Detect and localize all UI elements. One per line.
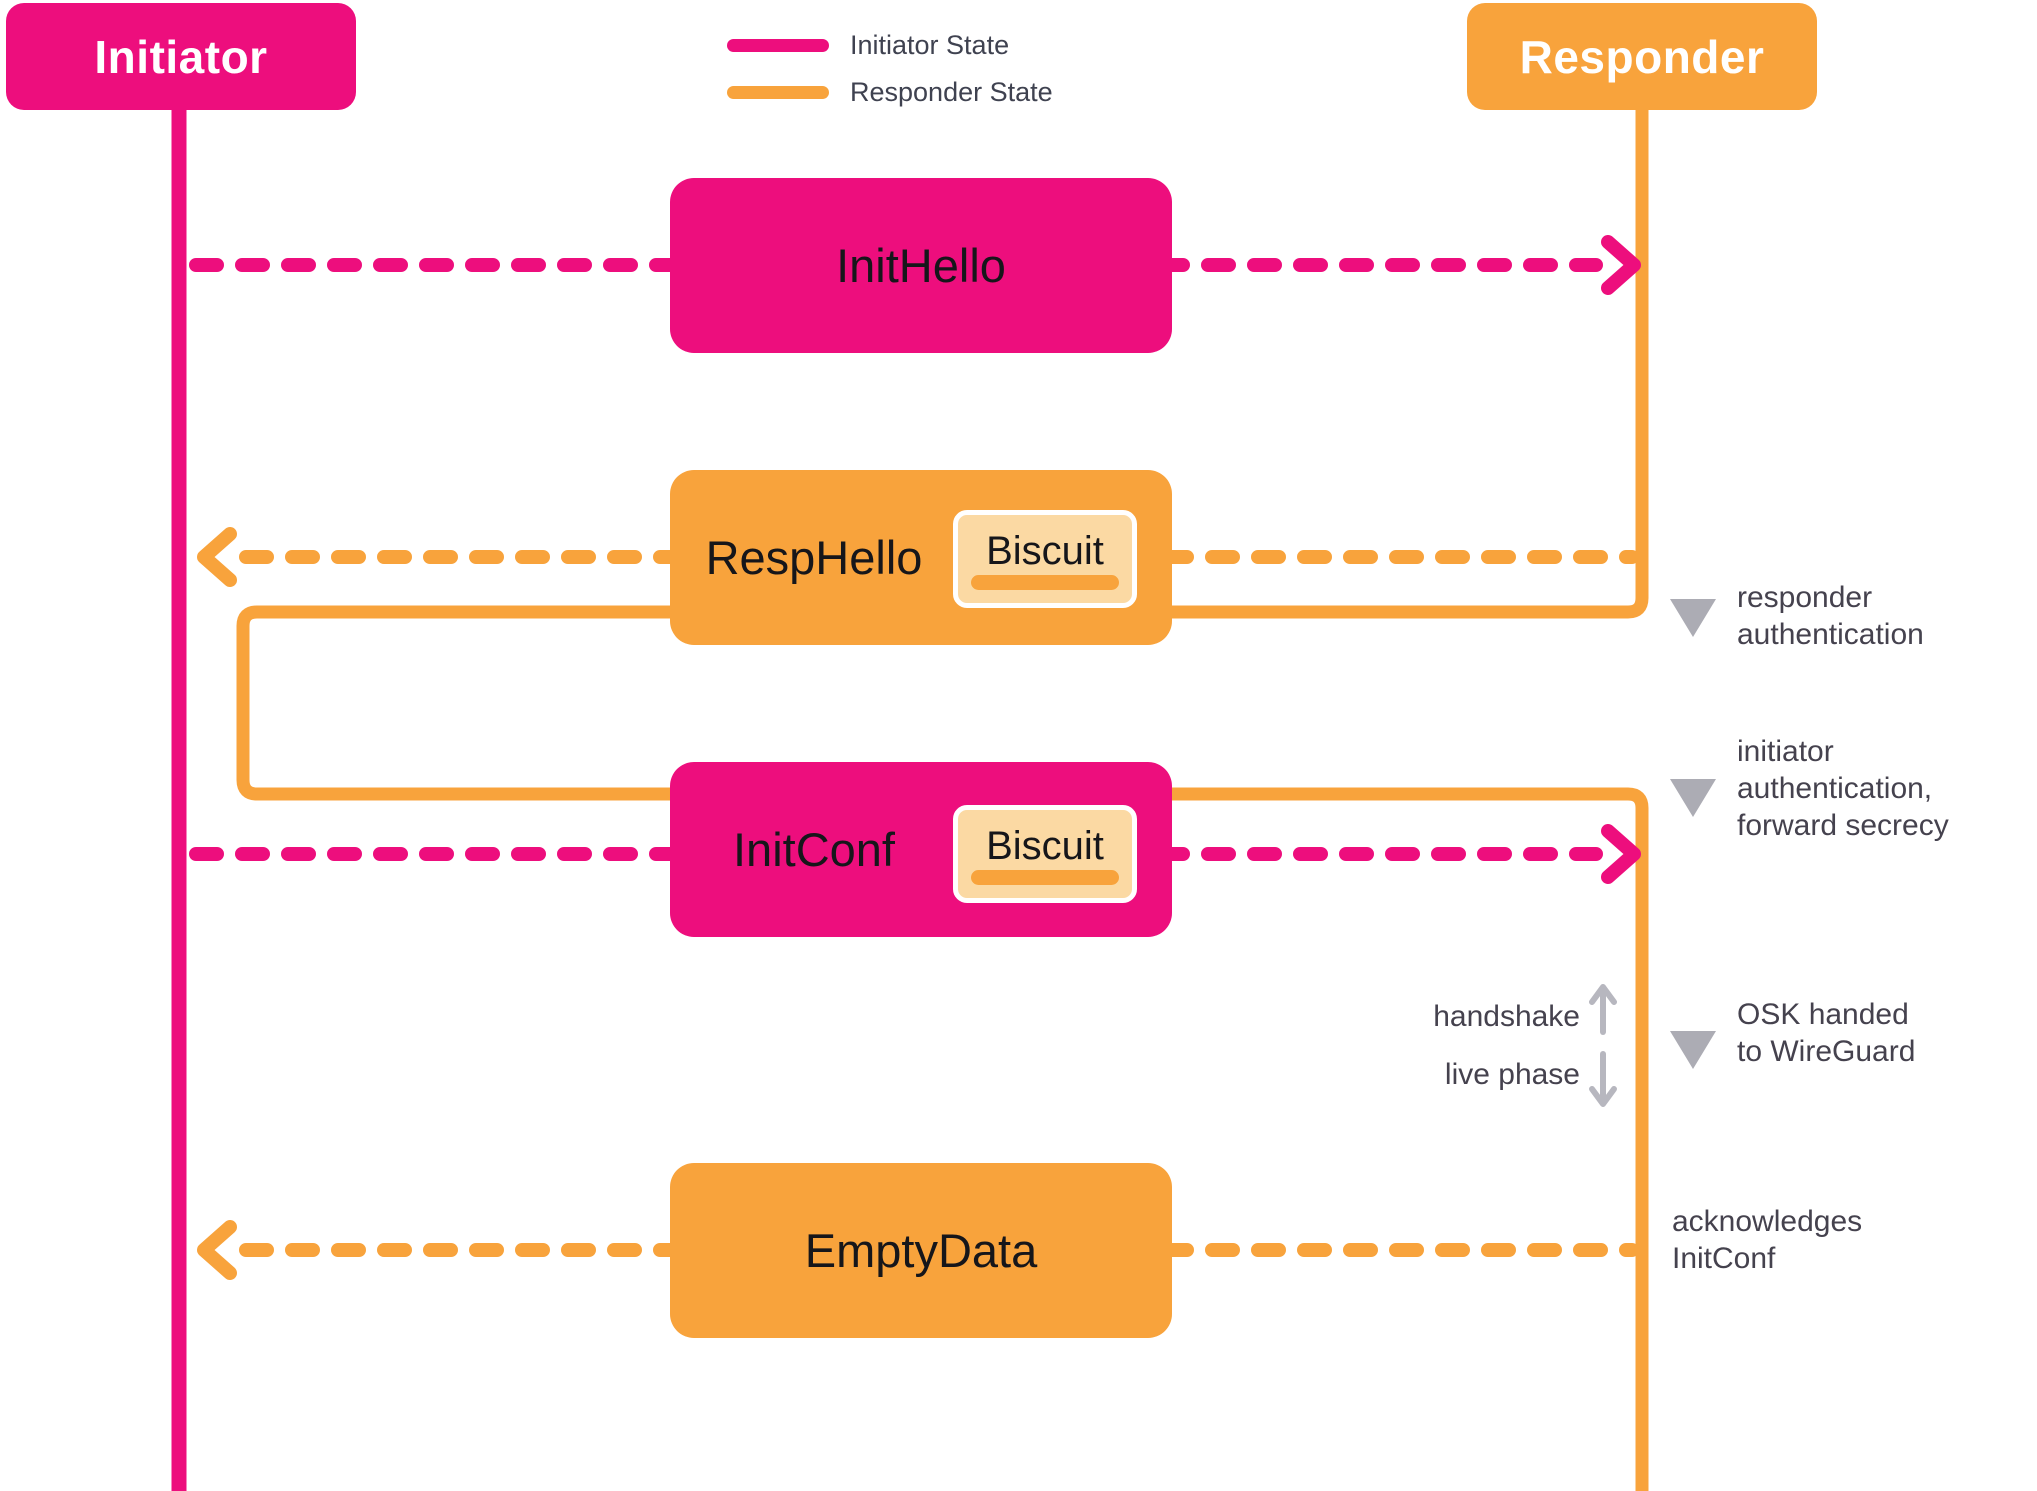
annotation-line: OSK handed — [1737, 998, 1909, 1031]
emptydata-arrowhead-icon — [197, 1220, 237, 1280]
handshake-phase-up-arrow-icon — [1589, 984, 1617, 1035]
annotation-osk-handed: OSK handed to WireGuard — [1737, 996, 1915, 1070]
biscuit-box: Biscuit — [953, 805, 1137, 903]
message-label: InitConf — [733, 823, 895, 876]
message-label: InitHello — [836, 239, 1006, 292]
message-box-initconf: InitConf Biscuit — [670, 762, 1172, 937]
inithello-arrowhead-icon — [1601, 235, 1641, 295]
message-box-inithello: InitHello — [670, 178, 1172, 353]
legend-item-initiator-state: Initiator State — [727, 22, 1053, 69]
legend-item-responder-state: Responder State — [727, 69, 1053, 116]
responder-endpoint-label: Responder — [1519, 30, 1765, 83]
message-box-resphello: RespHello Biscuit — [670, 470, 1172, 645]
responder-state-line — [236, 106, 1649, 1491]
message-label: RespHello — [705, 531, 923, 584]
legend-label: Initiator State — [850, 30, 1010, 60]
annotation-line: forward secrecy — [1737, 809, 1949, 842]
triangle-marker-icon — [1670, 599, 1716, 637]
legend: Initiator State Responder State — [727, 22, 1053, 116]
initiator-state-swatch-icon — [727, 39, 829, 52]
annotation-line: responder — [1737, 581, 1873, 614]
annotation-initiator-authentication: initiator authentication, forward secrec… — [1737, 733, 1949, 844]
biscuit-label: Biscuit — [986, 823, 1104, 868]
initconf-arrowhead-icon — [1601, 824, 1641, 884]
responder-state-swatch-icon — [727, 86, 829, 99]
biscuit-box: Biscuit — [953, 510, 1137, 608]
triangle-marker-icon — [1670, 779, 1716, 817]
annotation-acknowledges-initconf: acknowledges InitConf — [1672, 1203, 1862, 1277]
annotation-responder-authentication: responder authentication — [1737, 579, 1924, 653]
biscuit-bar-icon — [971, 574, 1119, 590]
initiator-endpoint-label: Initiator — [94, 30, 268, 83]
live-phase-down-arrow-icon — [1589, 1051, 1617, 1107]
biscuit-bar-icon — [971, 869, 1119, 885]
legend-label: Responder State — [850, 77, 1053, 107]
initiator-endpoint-box: Initiator — [6, 3, 356, 110]
annotation-line: InitConf — [1672, 1242, 1776, 1275]
annotation-line: to WireGuard — [1737, 1035, 1916, 1068]
handshake-phase-label: handshake — [1433, 1000, 1580, 1033]
responder-endpoint-box: Responder — [1467, 3, 1817, 110]
annotation-line: authentication, — [1737, 772, 1933, 805]
live-phase-label: live phase — [1444, 1058, 1580, 1091]
resphello-arrowhead-icon — [197, 527, 237, 587]
annotation-line: authentication — [1737, 618, 1924, 651]
message-label: EmptyData — [804, 1224, 1038, 1277]
message-box-emptydata: EmptyData — [670, 1163, 1172, 1338]
triangle-marker-icon — [1670, 1031, 1716, 1069]
annotation-line: initiator — [1737, 735, 1834, 768]
annotation-line: acknowledges — [1672, 1205, 1863, 1238]
biscuit-label: Biscuit — [986, 528, 1104, 573]
